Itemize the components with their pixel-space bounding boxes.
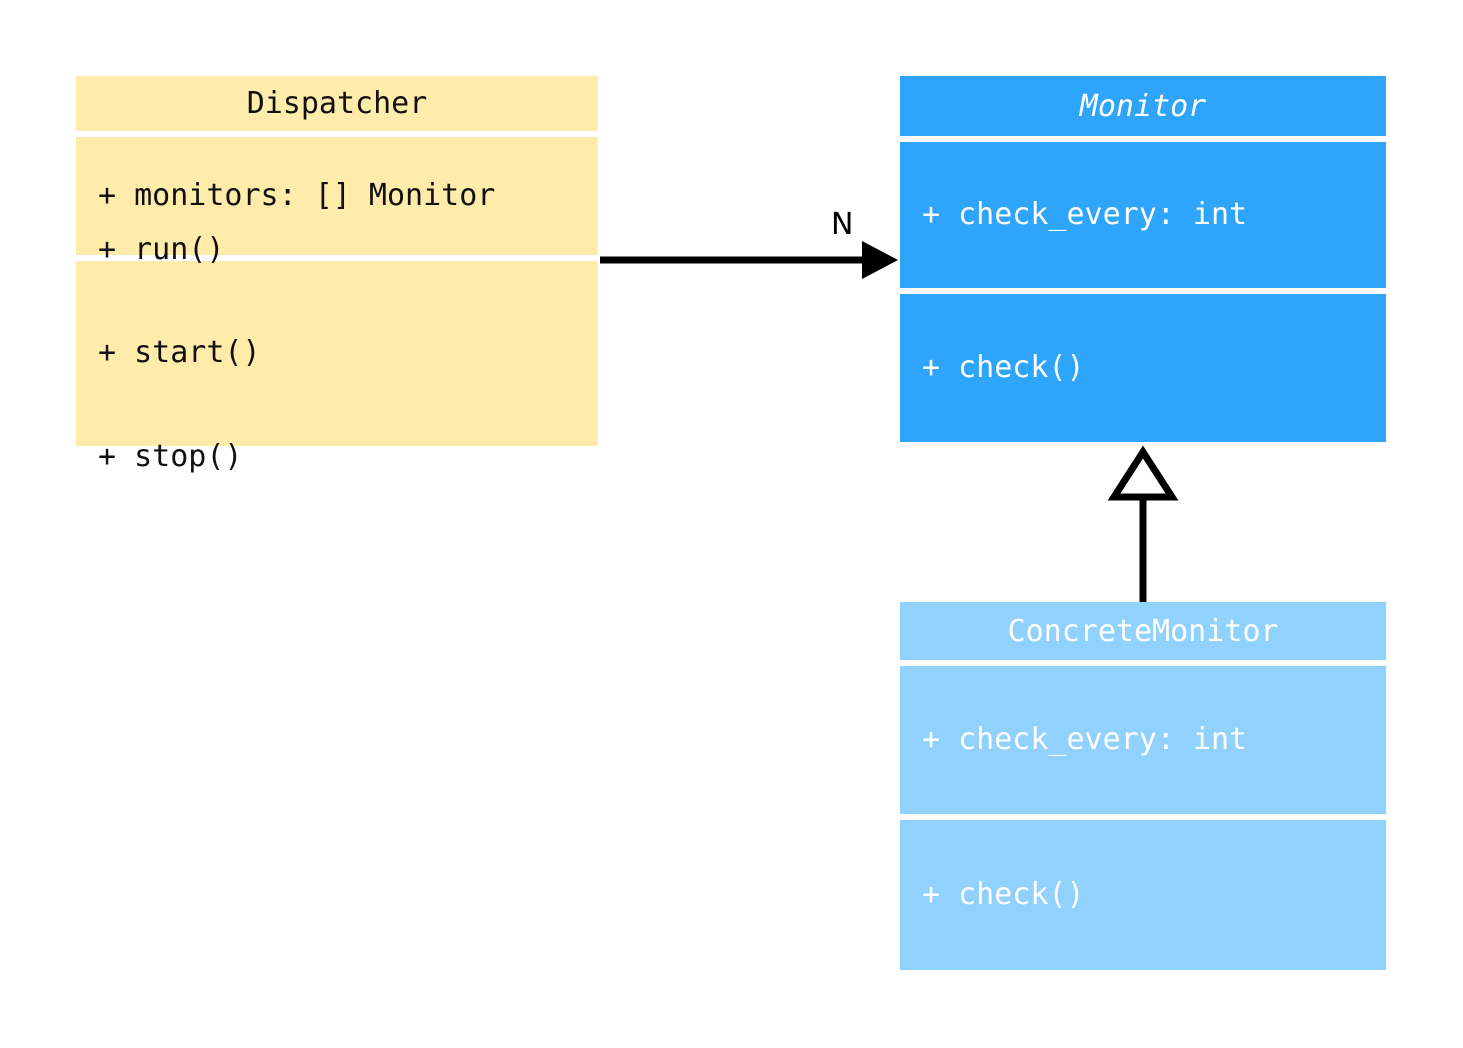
attribute-item: + monitors: [] Monitor: [98, 177, 496, 213]
class-box-concrete-monitor[interactable]: ConcreteMonitor + check_every: int + che…: [900, 602, 1386, 970]
class-box-dispatcher[interactable]: Dispatcher + monitors: [] Monitor + run(…: [76, 76, 598, 473]
class-methods-concrete-monitor: + check(): [900, 820, 1386, 970]
class-header-concrete-monitor: ConcreteMonitor: [900, 602, 1386, 660]
class-box-monitor[interactable]: Monitor + check_every: int + check(): [900, 76, 1386, 442]
method-list-dispatcher: + run() + start() + stop(): [76, 164, 598, 544]
class-name-monitor: Monitor: [1079, 88, 1207, 124]
inheritance-triangle-icon: [1107, 445, 1179, 501]
association-edge-dispatcher-to-monitor: [600, 241, 898, 279]
attribute-list-concrete-monitor: + check_every: int: [900, 654, 1386, 827]
method-item: + check(): [922, 876, 1085, 912]
method-item: + run(): [98, 231, 225, 267]
association-multiplicity-label: N: [831, 207, 854, 242]
class-methods-monitor: + check(): [900, 294, 1386, 442]
class-name-dispatcher: Dispatcher: [246, 86, 428, 121]
class-attributes-dispatcher: + monitors: [] Monitor: [76, 137, 598, 255]
class-attributes-concrete-monitor: + check_every: int: [900, 666, 1386, 814]
attribute-item: + check_every: int: [922, 196, 1248, 232]
method-list-monitor: + check(): [900, 282, 1386, 455]
method-item: + start(): [98, 335, 261, 371]
method-item: + stop(): [98, 438, 243, 474]
class-header-dispatcher: Dispatcher: [76, 76, 598, 131]
method-list-concrete-monitor: + check(): [900, 809, 1386, 982]
attribute-list-dispatcher: + monitors: [] Monitor: [76, 110, 598, 283]
method-item: + check(): [922, 349, 1085, 385]
class-attributes-monitor: + check_every: int: [900, 142, 1386, 288]
attribute-item: + check_every: int: [922, 721, 1248, 757]
class-methods-dispatcher: + run() + start() + stop(): [76, 232, 598, 473]
association-arrowhead-icon: [862, 241, 898, 279]
attribute-list-monitor: + check_every: int: [900, 129, 1386, 302]
class-name-concrete-monitor: ConcreteMonitor: [1007, 613, 1279, 649]
inheritance-edge-concrete-monitor-to-monitor: [1107, 445, 1179, 602]
class-header-monitor: Monitor: [900, 76, 1386, 136]
